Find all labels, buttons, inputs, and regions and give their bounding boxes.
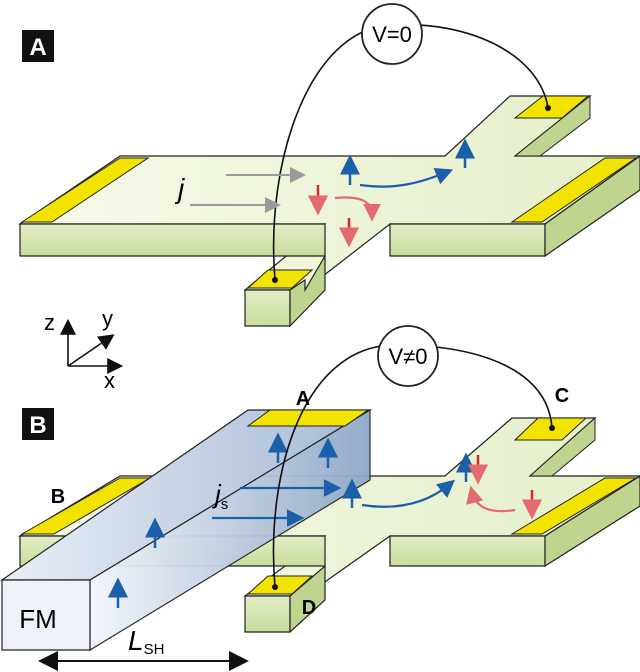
spin-up-deflection-a — [359, 167, 454, 188]
voltmeter-b-label: V≠0 — [389, 344, 428, 369]
axis-z-label: z — [44, 310, 55, 335]
voltmeter-a-label: V=0 — [372, 22, 412, 47]
contact-right-b — [510, 477, 638, 535]
spin-length-label: LSH — [128, 625, 164, 658]
spin-up-deflection-b — [361, 479, 456, 508]
ferromagnet-label: FM — [19, 604, 57, 634]
axis-y-label: y — [102, 306, 113, 331]
hall-bar-a — [18, 94, 640, 328]
contact-right-a — [510, 157, 638, 223]
spin-down-deflection-b — [466, 485, 516, 513]
contact-d-label: D — [302, 597, 316, 619]
panel-b-tag: B — [29, 412, 46, 439]
contact-b-label: B — [51, 486, 65, 508]
contact-d — [246, 575, 314, 595]
current-label-a: j — [174, 173, 185, 204]
contact-a — [246, 409, 370, 427]
contact-a-label: A — [296, 388, 310, 410]
panel-a-tag: A — [29, 34, 46, 61]
spin-down-deflection-a — [334, 196, 381, 222]
contact-c-label: C — [555, 385, 569, 407]
panel-a: A V=0 j — [18, 3, 640, 328]
panel-b-tag-box — [22, 408, 54, 440]
contact-left-a — [20, 157, 150, 223]
voltmeter-b — [377, 325, 439, 387]
panel-b: B FM js — [0, 325, 640, 671]
voltmeter-a — [361, 3, 423, 65]
contact-top-a — [513, 95, 590, 119]
panel-a-tag-box — [22, 30, 54, 62]
axis-x-label: x — [104, 368, 115, 393]
coordinate-axes: z y x — [44, 306, 124, 393]
spin-current-label: js — [212, 479, 228, 513]
contact-bottom-a — [246, 269, 314, 289]
